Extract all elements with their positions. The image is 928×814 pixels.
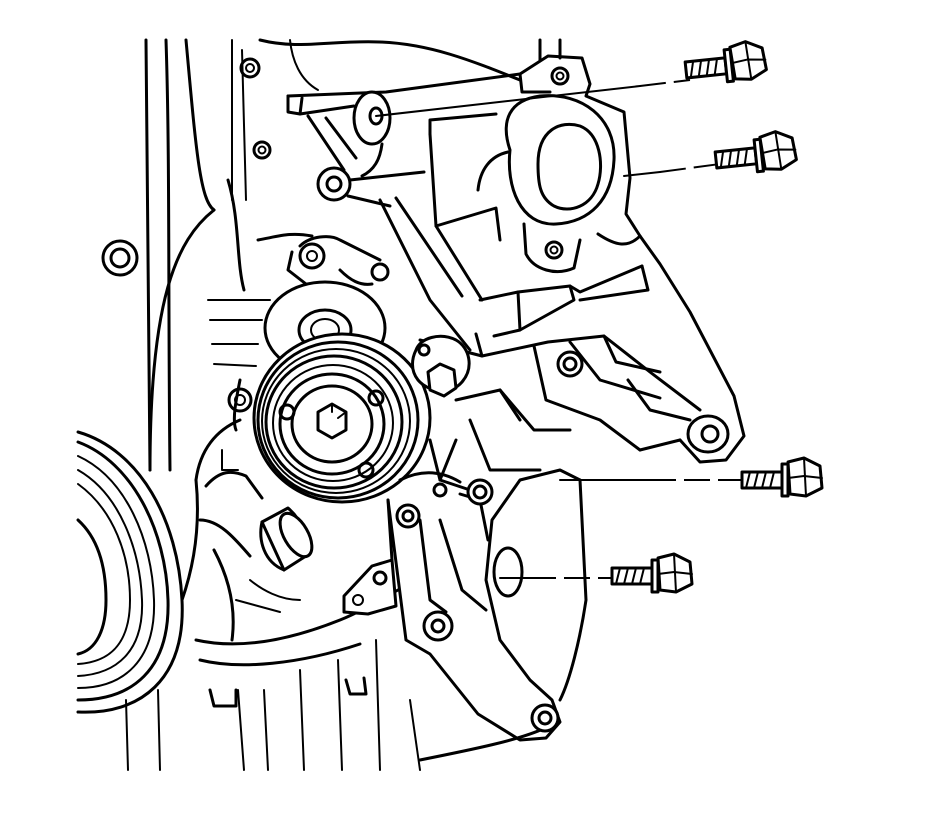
bolt-icon <box>713 130 798 174</box>
hose-outlet <box>259 506 314 572</box>
accessory-bracket <box>286 38 746 742</box>
bolt-icon <box>683 40 768 84</box>
crankshaft-pulley <box>76 430 199 714</box>
bolt-icon <box>740 456 824 498</box>
accessory-drive-pulley <box>252 332 432 504</box>
leader-lines <box>375 79 745 579</box>
bolt-icon <box>610 552 694 594</box>
engine-front-cover <box>101 38 547 771</box>
